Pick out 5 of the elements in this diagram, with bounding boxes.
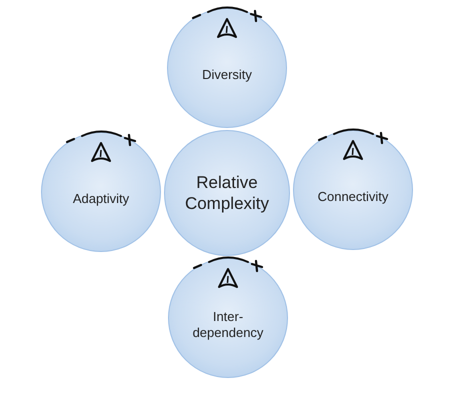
node-label: Diversity (202, 66, 252, 84)
node-label: Relative Complexity (184, 172, 270, 214)
node-label: Inter- dependency (192, 308, 264, 342)
node-label: Connectivity (318, 188, 388, 206)
node-label: Adaptivity (72, 190, 130, 208)
